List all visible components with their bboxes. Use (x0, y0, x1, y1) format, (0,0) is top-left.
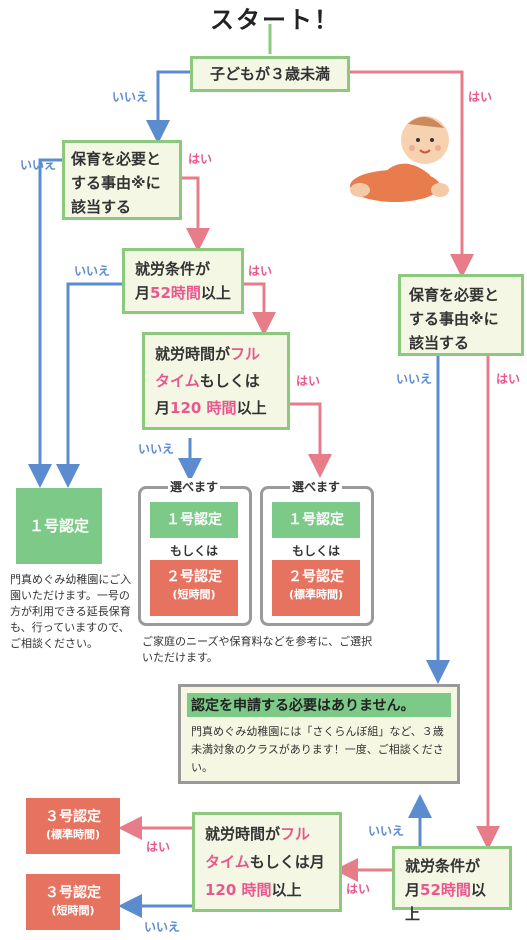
choice-a-type2: ２号認定 (短時間) (150, 560, 238, 616)
arrow-q2-no (28, 158, 64, 488)
choice-label-a: 選べます (168, 478, 221, 495)
result-type1-note: 門真めぐみ幼稚園にご入園いただけます。一号の方が利用できる延長保育も、行っていま… (10, 573, 132, 650)
label-q6-yes: はい (346, 882, 371, 896)
question-fulltime-under3: 就労時間がフル タイムもしくは月 120 時間以上 (192, 812, 342, 912)
q3-line1: 就労条件が (135, 260, 211, 278)
choice-b-type2: ２号認定 (標準時間) (272, 560, 360, 616)
arrow-q1-yes (348, 70, 474, 278)
question-need-care: 保育を必要とする事由※に該当する (62, 140, 182, 220)
label-q4-yes: はい (296, 374, 321, 388)
question-work-52h-under3: 就労条件が 月52時間以上 (392, 846, 512, 923)
choice-b-type1: １号認定 (272, 502, 360, 538)
label-q2-yes: はい (188, 152, 213, 166)
label-q3-no: いいえ (74, 264, 111, 278)
arrow-q2-yes (180, 176, 210, 252)
label-q7-yes: はい (146, 840, 171, 854)
result-type3-standard: ３号認定 (標準時間) (26, 798, 120, 854)
choice-a-type1: １号認定 (150, 502, 238, 538)
label-q1-yes: はい (468, 90, 493, 104)
label-q7-no: いいえ (144, 920, 181, 934)
info-header: 認定を申請する必要はありません。 (187, 693, 451, 717)
info-body: 門真めぐみ幼稚園には「さくらんぼ組」など、３歳未満対象のクラスがあります！一度、… (191, 725, 444, 774)
result-type1: １号認定 (16, 488, 102, 564)
label-q6-no: いいえ (368, 824, 405, 838)
question-need-care-text: 保育を必要とする事由※に該当する (71, 150, 162, 216)
label-q5-no: いいえ (396, 372, 433, 386)
choice-label-b: 選べます (290, 478, 343, 495)
label-q2-no: いいえ (20, 158, 57, 172)
result-type3-short: ３号認定 (短時間) (26, 874, 120, 930)
arrow-q3-no (56, 282, 124, 488)
arrow-q1-no (146, 70, 192, 144)
label-q1-no: いいえ (112, 90, 149, 104)
question-work-52h: 就労条件が 月52時間以上 (122, 248, 244, 314)
question-need-care-under3-text: 保育を必要とする事由※に該当する (409, 286, 500, 352)
arrow-q4-yes (290, 402, 332, 478)
choice-b-or: もしくは (292, 544, 341, 558)
question-under-3: 子どもが３歳未満 (190, 56, 350, 92)
question-fulltime: 就労時間がフル タイムもしくは 月120 時間以上 (142, 332, 290, 430)
choice-note: ご家庭のニーズや保育料などを参考に、ご選択いただけます。 (142, 635, 373, 664)
label-q5-yes: はい (496, 372, 521, 386)
choice-a-or: もしくは (170, 544, 219, 558)
question-need-care-under3: 保育を必要とする事由※に該当する (398, 274, 524, 356)
info-box: 認定を申請する必要はありません。 門真めぐみ幼稚園には「さくらんぼ組」など、３歳… (178, 684, 460, 784)
start-title: スタート！ (210, 6, 340, 34)
label-q4-no: いいえ (138, 442, 175, 456)
question-under-3-text: 子どもが３歳未満 (209, 65, 330, 83)
label-q3-yes: はい (248, 264, 273, 278)
arrow-q3-yes (242, 282, 276, 336)
